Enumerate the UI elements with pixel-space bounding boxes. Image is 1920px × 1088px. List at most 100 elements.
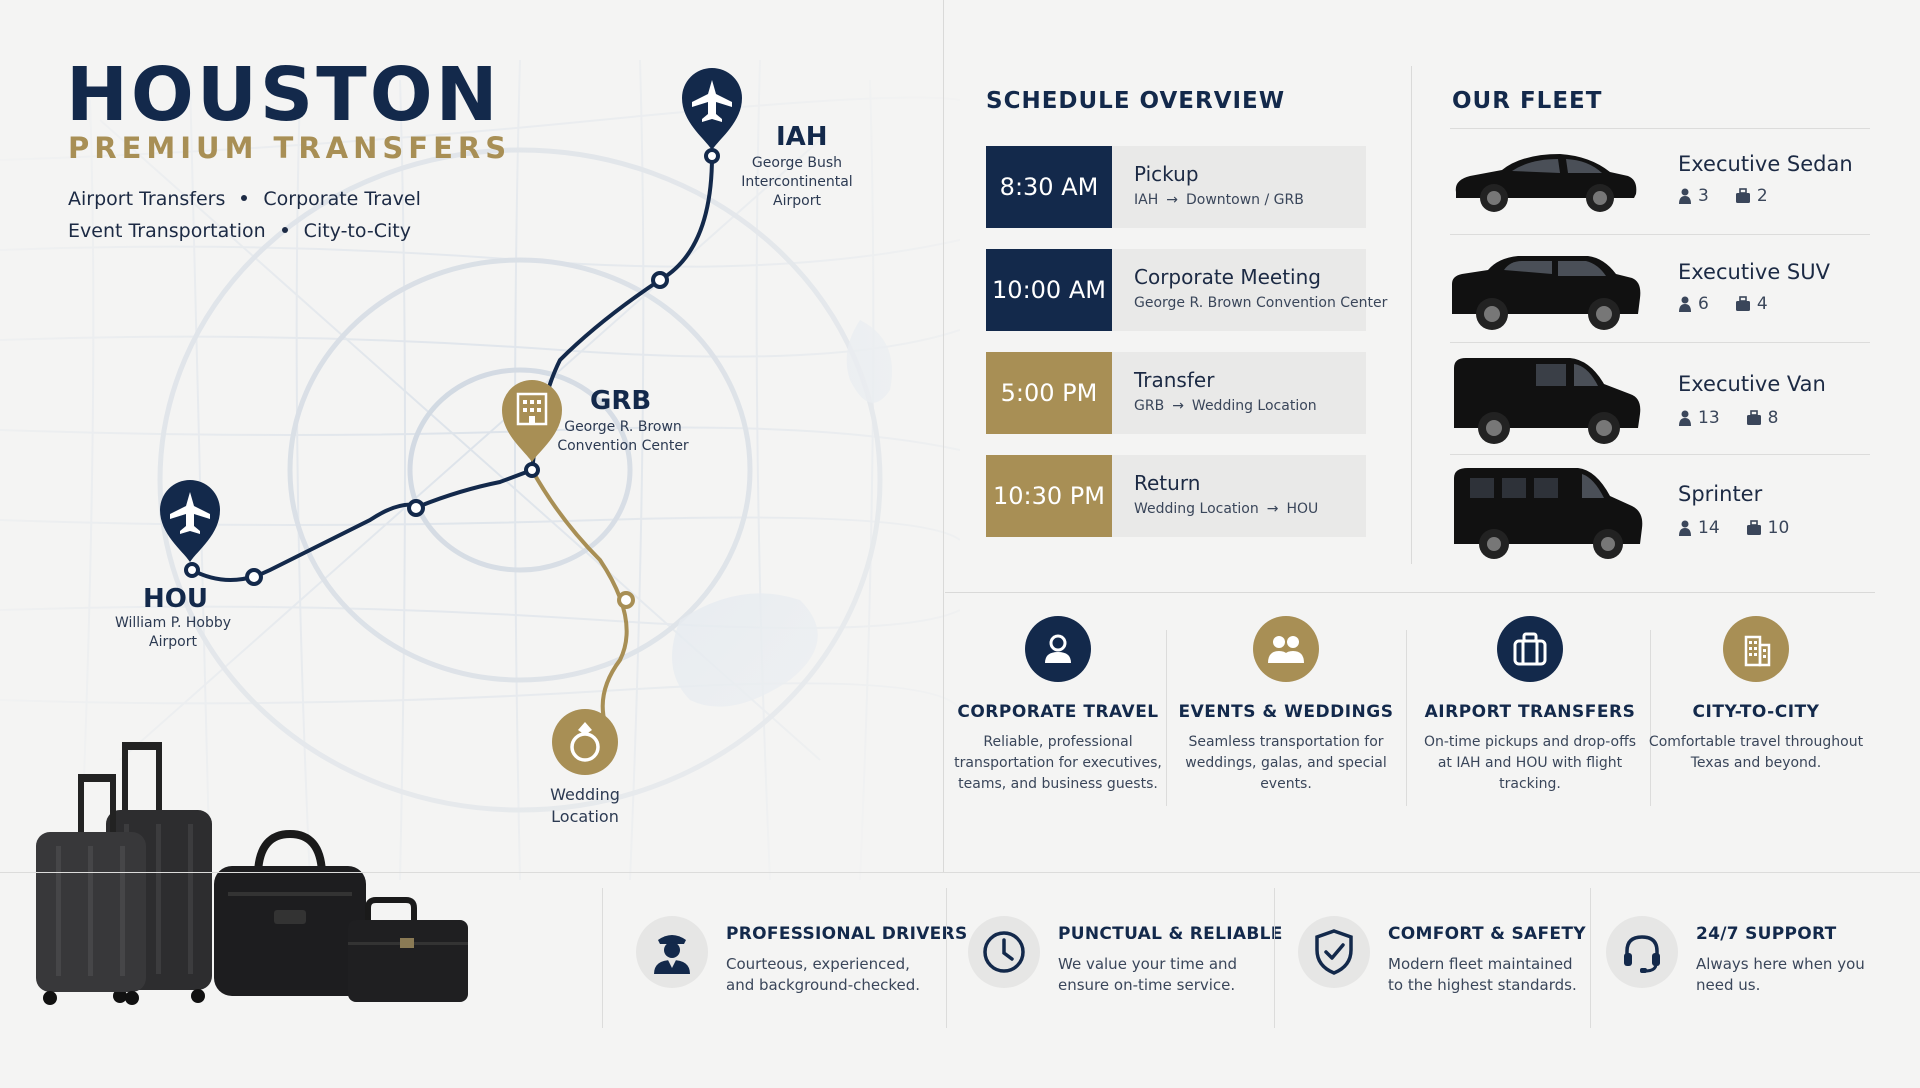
schedule-overview-title: SCHEDULE OVERVIEW (986, 88, 1286, 114)
service-description: Seamless transportation for weddings, ga… (1185, 734, 1387, 792)
grb-name-line-1: George R. Brown (564, 419, 682, 435)
service-divider (1650, 630, 1651, 806)
schedule-title: Transfer (1134, 368, 1215, 392)
feature-24-7-support: 24/7 SUPPORT Always here when you need u… (1606, 912, 1906, 1012)
iah-code-label: IAH (776, 122, 828, 152)
schedule-row: 8:30 AM Pickup IAH→Downtown / GRB (986, 146, 1366, 228)
headset-icon (1606, 916, 1678, 988)
luggage-icon (1746, 520, 1761, 535)
arrow-right-icon: → (1166, 192, 1178, 208)
schedule-time: 10:30 PM (986, 455, 1112, 537)
service-city-to-city: CITY-TO-CITY Comfortable travel througho… (1640, 616, 1872, 774)
iah-airplane-pin-icon (682, 68, 742, 150)
iah-name-line-2: Intercontinental (741, 174, 853, 190)
hou-code-label: HOU (143, 584, 208, 614)
schedule-route: George R. Brown Convention Center (1134, 295, 1388, 311)
feature-description: Courteous, experienced, and background-c… (726, 955, 921, 994)
feature-professional-drivers: PROFESSIONAL DRIVERS Courteous, experien… (636, 912, 967, 1012)
schedule-title: Pickup (1134, 162, 1199, 186)
feature-description: Always here when you need us. (1696, 955, 1865, 994)
service-city-to-city-label: City-to-City (303, 220, 411, 242)
bullet-dot (241, 194, 248, 201)
schedule-route: Wedding Location→HOU (1134, 501, 1318, 517)
feature-divider (1274, 888, 1275, 1028)
luggage-count: 4 (1756, 294, 1768, 314)
feature-title: COMFORT & SAFETY (1388, 924, 1586, 944)
feature-description: We value your time and ensure on-time se… (1058, 955, 1238, 994)
our-fleet-title: OUR FLEET (1452, 88, 1603, 114)
service-description: On-time pickups and drop-offs at IAH and… (1423, 734, 1637, 792)
schedule-time: 8:30 AM (986, 146, 1112, 228)
sprinter-icon (1454, 468, 1643, 559)
suitcase-icon (1497, 616, 1563, 682)
fleet-vehicle-name: Executive Sedan (1678, 152, 1853, 176)
route-to: Downtown / GRB (1185, 192, 1304, 208)
passenger-icon (1679, 188, 1691, 204)
grb-code-label: GRB (590, 386, 652, 416)
vertical-divider-fleet (1411, 66, 1412, 564)
luggage-count: 10 (1767, 518, 1790, 538)
bullet-dot (281, 226, 288, 233)
arrow-right-icon: → (1266, 501, 1279, 517)
fleet-vehicle-specs: 13 8 (1678, 408, 1778, 428)
service-description: Comfortable travel throughout Texas and … (1648, 734, 1864, 771)
passenger-count: 3 (1698, 186, 1709, 206)
feature-description: Modern fleet maintained to the highest s… (1388, 955, 1577, 994)
passenger-count: 6 (1698, 294, 1709, 314)
wedding-name-line-1: Wedding (550, 785, 620, 804)
fleet-vehicle-specs: 3 2 (1678, 186, 1768, 206)
service-airport-transfers-label: Airport Transfers (68, 188, 226, 210)
feature-title: PROFESSIONAL DRIVERS (726, 924, 968, 944)
person-icon (1025, 616, 1091, 682)
service-airport-transfers: AIRPORT TRANSFERS On-time pickups and dr… (1414, 616, 1646, 795)
schedule-row: 10:30 PM Return Wedding Location→HOU (986, 455, 1366, 537)
feature-divider (1590, 888, 1591, 1028)
fleet-vehicle-specs: 6 4 (1678, 294, 1768, 314)
feature-title: PUNCTUAL & RELIABLE (1058, 924, 1283, 944)
fleet-vehicle-name: Executive Van (1678, 372, 1826, 396)
feature-comfort-safety: COMFORT & SAFETY Modern fleet maintained… (1298, 912, 1598, 1012)
brand-title: HOUSTON (66, 52, 501, 138)
grb-building-pin-icon (502, 380, 562, 462)
schedule-row: 10:00 AM Corporate Meeting George R. Bro… (986, 249, 1387, 331)
hou-name-line-1: William P. Hobby (114, 615, 232, 631)
van-icon (1454, 358, 1641, 444)
luggage-icon (1735, 188, 1750, 203)
sedan-icon (1455, 154, 1637, 212)
fleet-separator (1450, 454, 1870, 455)
feature-punctual-reliable: PUNCTUAL & RELIABLE We value your time a… (968, 912, 1282, 1012)
passenger-icon (1679, 520, 1691, 536)
route-from: GRB (1134, 398, 1165, 414)
fleet-separator (1450, 342, 1870, 343)
iah-name-line-1: George Bush (751, 155, 843, 171)
building-icon (1723, 616, 1789, 682)
luggage-icon (1746, 410, 1761, 425)
wedding-name-line-2: Location (551, 807, 619, 826)
service-title: CITY-TO-CITY (1692, 702, 1820, 722)
duffel-bag-icon (214, 829, 366, 996)
front-suitcase-icon (36, 774, 146, 1005)
grb-name-label: George R. Brown Convention Center (556, 418, 690, 456)
shield-check-icon (1298, 916, 1370, 988)
service-corporate-travel-label: Corporate Travel (263, 188, 421, 210)
hou-airplane-pin-icon (160, 480, 220, 562)
vertical-divider-main (943, 0, 944, 872)
hou-name-line-2: Airport (149, 634, 197, 650)
iah-name-label: George Bush Intercontinental Airport (730, 154, 864, 211)
luggage-icon (1735, 296, 1750, 311)
service-description: Reliable, professional transportation fo… (954, 734, 1162, 792)
hou-name-label: William P. Hobby Airport (106, 614, 240, 652)
schedule-title: Return (1134, 471, 1201, 495)
fleet-vehicle-specs: 14 10 (1678, 518, 1789, 538)
fleet-separator (1450, 234, 1870, 235)
brand-subtitle: PREMIUM TRANSFERS (68, 131, 512, 165)
group-icon (1253, 616, 1319, 682)
feature-divider (946, 888, 947, 1028)
schedule-route: IAH→Downtown / GRB (1134, 192, 1304, 208)
clock-icon (968, 916, 1040, 988)
service-events-weddings: EVENTS & WEDDINGS Seamless transportatio… (1170, 616, 1402, 795)
suv-icon (1452, 256, 1641, 330)
services-line-1: Airport Transfers Corporate Travel (68, 188, 421, 210)
route-grb-wedding (530, 469, 629, 741)
